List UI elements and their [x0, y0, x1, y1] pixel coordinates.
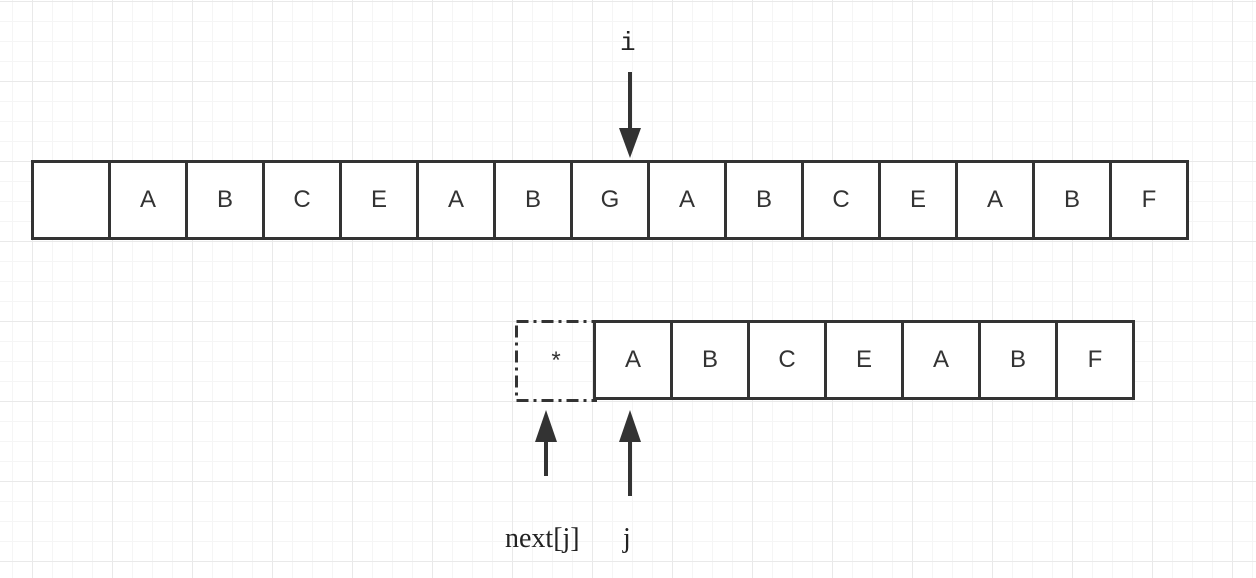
pattern-string-cell: B — [670, 320, 750, 400]
main-string-cell: A — [955, 160, 1035, 240]
main-string-cell: A — [647, 160, 727, 240]
arrow-i-down-icon — [619, 72, 641, 158]
main-string-cell: E — [339, 160, 419, 240]
main-string-cell — [31, 160, 111, 240]
main-string-cell: C — [801, 160, 881, 240]
main-string-cell: B — [1032, 160, 1112, 240]
label-i: i — [620, 28, 636, 58]
arrow-j-up-icon — [619, 410, 641, 496]
label-next-j: next[j] — [505, 523, 580, 554]
main-string-cell: A — [108, 160, 188, 240]
main-string-cell: B — [185, 160, 265, 240]
label-j: j — [623, 523, 631, 554]
main-string-cell: E — [878, 160, 958, 240]
pattern-string-cell: A — [901, 320, 981, 400]
main-string-cell: B — [493, 160, 573, 240]
pattern-string-cell: E — [824, 320, 904, 400]
pattern-string-cell: B — [978, 320, 1058, 400]
main-string-cell: C — [262, 160, 342, 240]
main-string-cell: A — [416, 160, 496, 240]
pattern-string-cell: A — [593, 320, 673, 400]
pattern-string-cell: C — [747, 320, 827, 400]
main-string-cell: F — [1109, 160, 1189, 240]
main-string-cell: G — [570, 160, 650, 240]
main-string-cell: B — [724, 160, 804, 240]
pattern-string-cell: F — [1055, 320, 1135, 400]
arrow-next-j-up-icon — [535, 410, 557, 476]
placeholder-symbol: * — [551, 347, 561, 374]
placeholder-cell: * — [515, 320, 597, 402]
